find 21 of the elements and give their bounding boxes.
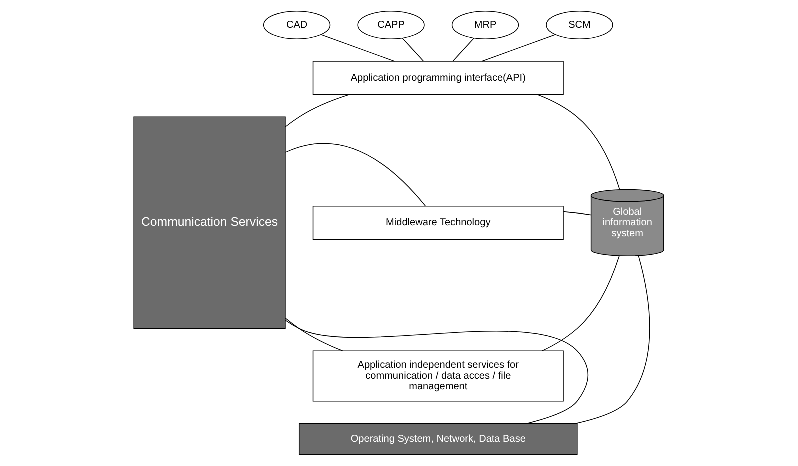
connector	[452, 38, 474, 62]
node-box: Communication Services	[134, 116, 286, 330]
node-ellipse: CAD	[263, 10, 331, 40]
connector	[402, 38, 424, 62]
connector	[537, 94, 620, 190]
node-box: Application independent services for communication / data acces / file management	[312, 350, 564, 402]
node-ellipse: MRP	[452, 10, 520, 40]
connector	[320, 34, 396, 62]
connector	[563, 211, 592, 216]
connector	[285, 94, 350, 128]
connector	[482, 34, 556, 62]
node-box: Middleware Technology	[312, 206, 564, 240]
connector	[285, 320, 589, 424]
node-box: Application programming interface(API)	[312, 61, 564, 96]
connector	[575, 256, 650, 424]
node-ellipse: SCM	[546, 10, 614, 40]
connector	[285, 143, 426, 207]
connector	[542, 256, 620, 352]
node-box: Operating System, Network, Data Base	[298, 423, 578, 456]
connector	[285, 318, 344, 352]
node-ellipse: CAPP	[358, 10, 425, 40]
